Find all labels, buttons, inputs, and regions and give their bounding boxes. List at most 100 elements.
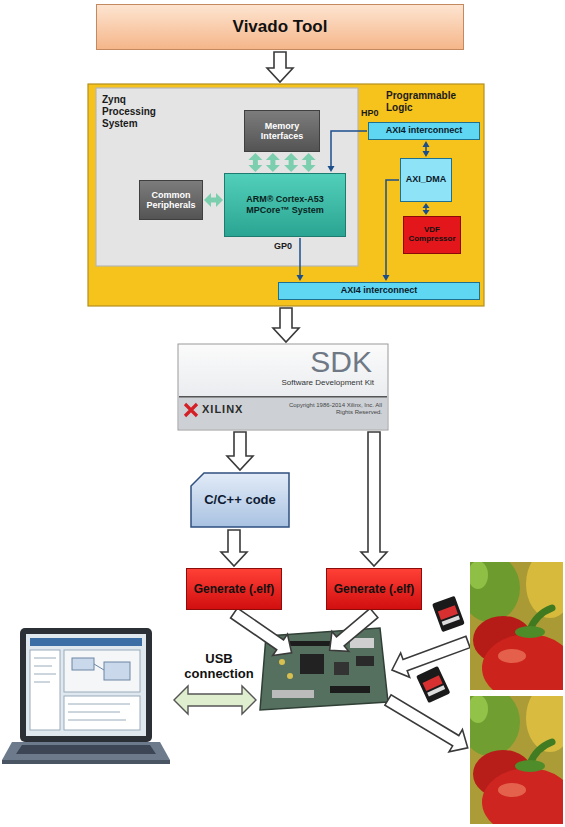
processing-region: Zynq Processing SystemMemory InterfacesC…	[96, 88, 358, 266]
port-label: HP0	[361, 108, 385, 119]
arrow-head	[423, 203, 430, 208]
box-label: SDK	[178, 346, 388, 378]
arrow-head	[423, 141, 430, 147]
flow-arrow	[227, 602, 299, 663]
block-arrow	[221, 530, 247, 566]
connector	[204, 193, 223, 207]
component	[287, 673, 293, 679]
chip	[300, 654, 324, 674]
bus-box: AXI4 interconnect	[368, 122, 480, 140]
box-label: VDF Compressor	[406, 226, 458, 244]
highlight	[498, 649, 526, 663]
window-pane	[64, 696, 140, 730]
arrow-head	[266, 153, 280, 160]
connection-label: USB connection	[180, 651, 258, 681]
box-label: AXI4 interconnect	[341, 286, 418, 296]
label-holder: GP0	[274, 241, 298, 252]
box-label: Generate (.elf)	[194, 582, 275, 596]
highlight	[498, 783, 526, 797]
connector	[248, 153, 262, 172]
arrow-head	[204, 193, 211, 207]
chip	[356, 656, 374, 666]
box-label: Zynq Processing System	[102, 94, 168, 130]
bus-box: AXI4 interconnect	[278, 282, 480, 300]
sd-card-body	[432, 596, 465, 632]
component	[279, 659, 285, 665]
box-label: Vivado Tool	[233, 17, 328, 37]
window-wire	[94, 664, 104, 670]
box-label: AXI_DMA	[406, 175, 447, 185]
document-outline	[191, 473, 289, 527]
connector	[227, 432, 253, 470]
laptop-base	[2, 742, 170, 760]
pepper-photo-output	[460, 684, 565, 827]
sdk-divider	[179, 396, 387, 398]
process-box: Generate (.elf)	[326, 568, 422, 610]
box-label: XILINX	[202, 403, 243, 416]
document-box: C/C++ code	[190, 472, 290, 528]
connector	[350, 638, 374, 648]
tool-box: Vivado Tool	[96, 4, 464, 50]
logic-region: Programmable Logic Zynq Processing System…	[88, 84, 484, 306]
chip	[334, 662, 349, 675]
sdk-splash	[178, 344, 388, 430]
block-arrow	[227, 432, 253, 470]
connector	[423, 203, 430, 215]
connector	[273, 308, 299, 342]
connector-line	[299, 238, 301, 277]
connector	[383, 180, 400, 281]
arrow-head	[302, 165, 316, 172]
green-pepper	[470, 562, 520, 622]
green-pepper	[470, 696, 520, 756]
connector-line	[386, 180, 399, 277]
highlight	[470, 562, 488, 589]
connector	[302, 153, 316, 172]
label-holder: USB connection	[180, 651, 258, 681]
pepper-photo	[470, 562, 563, 690]
window-toolbar	[30, 638, 142, 646]
box-label: Memory Interfaces	[247, 121, 317, 142]
arrow-head	[297, 275, 304, 281]
connector	[221, 530, 247, 566]
box-label: Generate (.elf)	[334, 582, 415, 596]
window-pane	[64, 650, 140, 692]
window-block	[72, 658, 94, 670]
box-label: ARM® Cortex-A53 MPCore™ System	[227, 194, 343, 216]
sdk-footer-row: XILINX Copyright 1986-2014 Xilinx, Inc. A…	[178, 402, 388, 416]
box-label: Common Peripherals	[142, 190, 200, 211]
arrow-head	[248, 165, 262, 172]
xilinx-logo	[185, 404, 197, 416]
connector	[272, 690, 314, 698]
block-arrow	[267, 52, 293, 82]
box-label: Programmable Logic	[386, 90, 474, 114]
laptop-screen-frame	[20, 628, 152, 742]
connector	[284, 153, 298, 172]
window-pane	[30, 650, 60, 730]
process-box: Generate (.elf)	[186, 568, 282, 610]
block-arrow	[361, 432, 387, 566]
box-label: AXI4 interconnect	[386, 126, 463, 136]
sd-card	[416, 666, 450, 703]
box-label: Software Development Kit	[178, 378, 388, 388]
arrow-head	[284, 153, 298, 160]
laptop-screen	[26, 634, 146, 736]
red-pepper	[482, 768, 563, 824]
usb-double-arrow	[174, 686, 256, 714]
sdk-band	[179, 397, 387, 429]
connector	[266, 153, 280, 172]
block-box: AXI_DMA	[400, 158, 452, 202]
highlight	[470, 696, 488, 723]
arrow-head	[423, 151, 430, 157]
logic-region-ground	[88, 84, 484, 306]
laptop-edge	[2, 760, 170, 764]
arrow-head	[328, 166, 335, 172]
box-label: Copyright 1986-2014 Xilinx, Inc. All Rig…	[278, 402, 382, 416]
laptop-keyboard	[16, 745, 156, 754]
calyx	[515, 626, 545, 638]
processor-box: ARM® Cortex-A53 MPCore™ System	[224, 173, 346, 237]
header-row	[330, 686, 370, 693]
box-label: C/C++ code	[204, 492, 276, 508]
arrow-head	[383, 275, 390, 281]
arrow-head	[302, 153, 316, 160]
